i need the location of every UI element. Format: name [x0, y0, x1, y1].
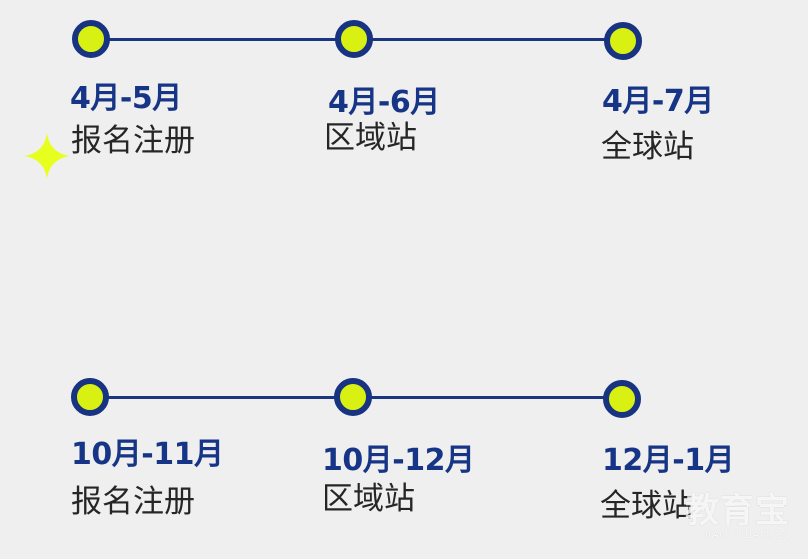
watermark-subtitle: JIAOYUBAO.CN: [702, 529, 790, 541]
timeline-node-5: [334, 378, 372, 416]
timeline-node-6: [603, 380, 641, 418]
timeline-date-1: 4月-5月: [70, 81, 182, 116]
timeline-node-3: [604, 22, 642, 60]
timeline-date-3: 4月-7月: [602, 84, 714, 119]
watermark-title: 教育宝: [685, 491, 790, 531]
timeline-node-2: [335, 20, 373, 58]
timeline-label-3: 全球站: [601, 129, 694, 165]
timeline-label-6: 全球站: [600, 488, 693, 524]
timeline-label-1: 报名注册: [71, 123, 195, 159]
timeline-date-4: 10月-11月: [71, 437, 224, 472]
timeline-date-6: 12月-1月: [602, 443, 735, 478]
timeline-date-2: 4月-6月: [328, 85, 440, 120]
timeline-label-4: 报名注册: [71, 484, 195, 520]
timeline-date-5: 10月-12月: [322, 443, 475, 478]
timeline-label-5: 区域站: [322, 481, 415, 517]
timeline-label-2: 区域站: [324, 120, 417, 156]
watermark: 教育宝 JIAOYUBAO.CN: [660, 494, 790, 541]
timeline-node-1: [72, 20, 110, 58]
timeline-node-4: [71, 378, 109, 416]
sparkle-icon: [24, 133, 70, 179]
